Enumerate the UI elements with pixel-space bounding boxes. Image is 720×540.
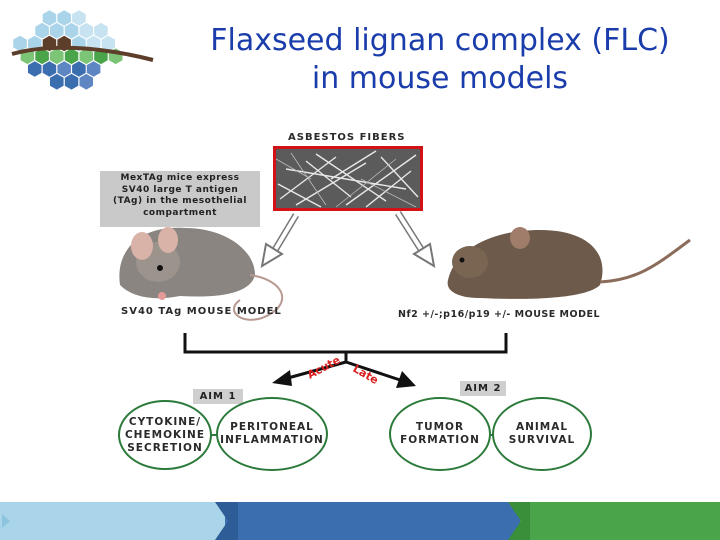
logo-hexagon-cell: [64, 22, 79, 39]
asbestos-fibers-image: [273, 146, 423, 211]
outcome-tumor-formation: TUMOR FORMATION: [389, 397, 491, 471]
title-line-2: in mouse models: [311, 61, 569, 96]
left-arrow-icon: [260, 213, 300, 268]
bracket-connector: [183, 333, 508, 362]
logo-hexagon-cell: [72, 10, 86, 26]
logo-hexagon-cell: [13, 35, 27, 52]
logo-hexagon-cell: [57, 10, 71, 26]
logo-hexagon-cell: [50, 22, 64, 39]
nf2-model-label: Nf2 +/-;p16/p19 +/- MOUSE MODEL: [398, 309, 601, 320]
logo-hexagon-cell: [28, 61, 42, 77]
right-mouse-image: [447, 227, 691, 299]
logo-hexagon-cell: [50, 73, 64, 90]
outcome-tumor-text: TUMOR FORMATION: [400, 421, 480, 446]
slide-title: Flaxseed lignan complex (FLC) in mouse m…: [160, 22, 720, 98]
logo-hexagon-cell: [79, 73, 93, 90]
outcome-cytokine-text: CYTOKINE/ CHEMOKINE SECRETION: [124, 415, 206, 454]
logo-soil-stroke: [11, 45, 154, 62]
mextag-note-box: MexTAg mice express SV40 large T antigen…: [100, 171, 260, 227]
logo-hexagon-cell: [50, 48, 64, 65]
logo-hexagon-cell: [35, 48, 49, 65]
aim-2-label: AIM 2: [460, 381, 506, 396]
outcome-cytokine-secretion: CYTOKINE/ CHEMOKINE SECRETION: [118, 400, 212, 470]
fiber-texture-icon: [276, 150, 419, 208]
sv40-model-label: SV40 TAg MOUSE MODEL: [121, 306, 282, 317]
note-line-2: SV40 large T antigen: [121, 184, 239, 195]
outcome-animal-survival: ANIMAL SURVIVAL: [492, 397, 592, 471]
outcome-survival-text: ANIMAL SURVIVAL: [508, 421, 576, 446]
outcome-peritoneal-text: PERITONEAL INFLAMMATION: [220, 421, 324, 446]
asbestos-fibers-label: ASBESTOS FIBERS: [288, 132, 406, 143]
logo-hexagon-cell: [101, 35, 116, 52]
late-arrow-icon: [345, 360, 416, 388]
acute-arrow-icon: [272, 360, 347, 386]
right-arrow-icon: [395, 211, 436, 268]
logo-hexagon-cell: [79, 22, 93, 39]
note-line-3: (TAg) in the mesothelial: [113, 196, 247, 206]
logo-hexagon-cell: [42, 61, 57, 77]
logo-hexagon-cell: [42, 10, 57, 26]
logo-hexagon-cell: [64, 48, 79, 65]
note-line-4: compartment: [143, 207, 217, 218]
logo-hexagon-cell: [57, 61, 71, 77]
hexagon-logo-icon: [11, 10, 154, 90]
aim-1-label: AIM 1: [193, 389, 243, 404]
left-mouse-image: [119, 227, 284, 321]
logo-hexagon-cell: [72, 61, 86, 77]
note-line-1: MexTAg mice express: [120, 173, 240, 183]
logo-hexagon-cell: [94, 22, 108, 39]
outcome-peritoneal-inflammation: PERITONEAL INFLAMMATION: [216, 397, 328, 471]
logo-hexagon-cell: [64, 73, 79, 90]
title-line-1: Flaxseed lignan complex (FLC): [210, 23, 670, 58]
logo-hexagon-cell: [86, 61, 101, 77]
logo-hexagon-cell: [35, 22, 49, 39]
footer-bar: [0, 502, 720, 540]
logo-hexagon-cell: [79, 48, 93, 65]
